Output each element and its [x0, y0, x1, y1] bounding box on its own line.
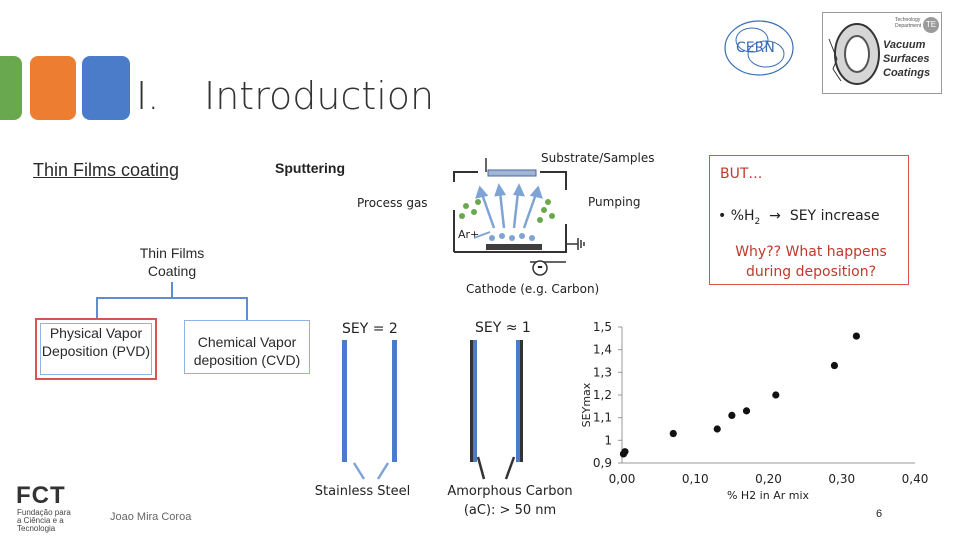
carbon-sey-value: SEY ≈ 1	[475, 320, 531, 336]
chart-y-tick-label: 1,4	[593, 343, 612, 357]
h2-bullet-suffix: SEY increase	[789, 208, 880, 224]
cern-logo: CERN	[724, 20, 794, 76]
arrow-right-icon: →	[764, 208, 786, 224]
chart-point	[742, 407, 751, 415]
chart-y-ticks: 0,9 1 1,1 1,2 1,3 1,4 1,5	[593, 320, 622, 470]
te-badge: TE	[923, 17, 939, 33]
h2-bullet: • %H2 → SEY increase	[718, 208, 880, 227]
pvd-node: Physical Vapor Deposition (PVD)	[35, 318, 157, 380]
sputtering-title: Sputtering	[275, 160, 345, 176]
amorphous-carbon-caption-line1: Amorphous Carbon	[447, 484, 573, 499]
page-number: 6	[876, 508, 883, 520]
but-heading: BUT…	[720, 166, 763, 182]
thin-films-link[interactable]: Thin Films coating	[33, 160, 180, 180]
chart-y-tick-label: 0,9	[593, 456, 612, 470]
pvd-label: Physical Vapor Deposition (PVD)	[41, 325, 151, 359]
vsc-small-text: Technology Department	[895, 17, 922, 29]
amorphous-carbon-caption-line2: (aC): > 50 nm	[463, 503, 557, 518]
chart-point	[772, 391, 780, 399]
vsc-logo: Technology Department TE Vacuum Surfaces…	[822, 12, 942, 94]
chart-y-tick-label: 1,5	[593, 320, 612, 334]
chart-y-axis-label: SEYmax	[580, 382, 593, 427]
chart-x-tick-label: 0,10	[682, 472, 709, 486]
header-tile-green	[0, 56, 22, 120]
chart-point	[852, 332, 860, 340]
but-callout-box: BUT… • %H2 → SEY increase Why?? What hap…	[709, 155, 909, 285]
vsc-line-2: Surfaces	[883, 53, 930, 65]
header-tile-orange	[30, 56, 76, 120]
substrate-label: Substrate/Samples	[541, 151, 655, 165]
why-question: Why?? What happens during deposition?	[735, 244, 887, 280]
tree-connector-horizontal	[96, 297, 248, 299]
sputter-chamber-diagram	[453, 158, 585, 276]
pvd-node-inner	[40, 323, 152, 375]
cathode-negative-sign: -	[537, 259, 543, 275]
chart-x-tick-label: 0,20	[755, 472, 782, 486]
sample-tubes-illustration	[342, 340, 523, 480]
chart-point	[669, 429, 677, 438]
chart-point	[728, 411, 736, 419]
section-number: I.	[136, 74, 160, 118]
sey-vs-h2-chart: 0,9 1 1,1 1,2 1,3 1,4 1,5 0,00 0,10 0,20 0,30 0,40…	[580, 320, 929, 502]
chart-x-tick-label: 0,40	[902, 472, 929, 486]
chart-point	[830, 361, 839, 370]
chart-y-tick-label: 1,2	[593, 388, 612, 402]
chart-axes	[621, 327, 915, 464]
chart-y-tick-label: 1,3	[593, 365, 612, 379]
cern-logo-text: CERN	[736, 40, 775, 56]
tree-connector-left	[96, 297, 98, 318]
steel-sey-value: SEY = 2	[342, 321, 398, 337]
chart-points	[619, 332, 860, 458]
vsc-line-3: Coatings	[883, 67, 931, 79]
h2-bullet-subscript: 2	[754, 216, 761, 227]
cvd-label: Chemical Vapor deposition (CVD)	[193, 334, 301, 368]
chart-point	[713, 425, 721, 433]
stainless-steel-caption: Stainless Steel	[314, 484, 411, 499]
process-gas-label: Process gas	[357, 196, 428, 210]
chart-point	[621, 448, 629, 456]
h2-bullet-prefix: • %H	[718, 208, 755, 224]
chart-x-ticks: 0,00 0,10 0,20 0,30 0,40	[609, 472, 929, 486]
tree-connector-right	[246, 297, 248, 320]
cathode-label: Cathode (e.g. Carbon)	[466, 282, 600, 296]
fct-logo-subtitle: Fundação para a Ciência e a Tecnologia	[17, 508, 71, 533]
tree-root-node: Thin Films Coating	[139, 245, 205, 279]
chart-y-tick-label: 1,1	[593, 411, 612, 425]
vsc-line-1: Vacuum	[883, 39, 926, 51]
tree-connector-vertical	[171, 282, 173, 298]
chart-x-tick-label: 0,30	[828, 472, 855, 486]
cvd-node: Chemical Vapor deposition (CVD)	[184, 320, 310, 374]
fct-logo: FCT	[16, 482, 66, 509]
chart-x-axis-label: % H2 in Ar mix	[727, 489, 810, 502]
header-tile-blue	[82, 56, 130, 120]
chart-y-tick-label: 1	[604, 433, 612, 447]
page-title: Introduction	[204, 74, 435, 118]
author-name: Joao Mira Coroa	[110, 511, 192, 523]
amorphous-carbon-caption: Amorphous Carbon (aC): > 50 nm	[440, 482, 580, 520]
chart-x-tick-label: 0,00	[609, 472, 636, 486]
pumping-label: Pumping	[588, 195, 641, 209]
coating-ring-icon	[828, 23, 880, 85]
